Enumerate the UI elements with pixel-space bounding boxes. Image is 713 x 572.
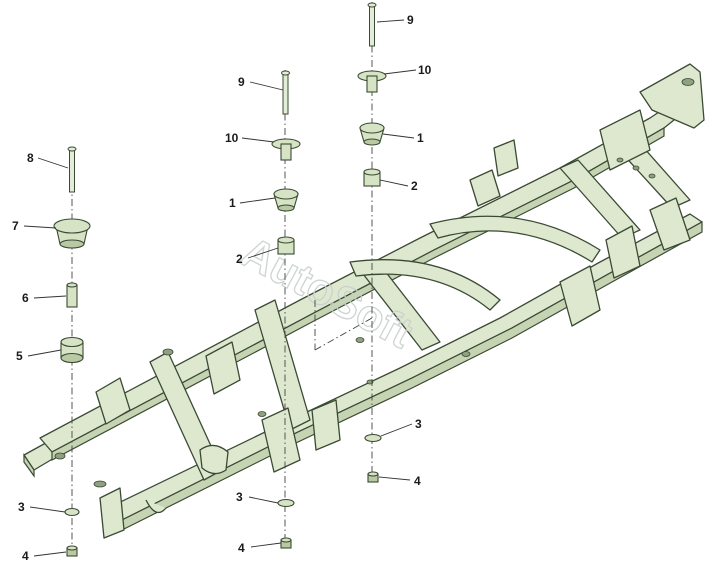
washer-10-middle xyxy=(271,138,301,161)
callout-9-middle: 9 xyxy=(238,75,245,89)
crossmember-2 xyxy=(254,299,311,431)
callout-10-right: 10 xyxy=(418,63,432,77)
cushion-5 xyxy=(60,336,84,364)
cushion-1-right xyxy=(359,122,385,146)
nut-4-left xyxy=(66,545,78,557)
callout-4-left: 4 xyxy=(22,549,29,563)
crossmember-5 xyxy=(559,159,641,239)
cushion-2-right xyxy=(363,168,381,187)
callout-8-left: 8 xyxy=(27,151,34,165)
callout-1-right: 1 xyxy=(417,131,424,145)
washer-10-right xyxy=(357,70,387,93)
cushion-2-middle xyxy=(277,236,295,255)
sleeve-6 xyxy=(66,282,78,308)
callout-2-middle: 2 xyxy=(236,252,243,266)
callout-1-middle: 1 xyxy=(229,196,236,210)
washer-3-left xyxy=(64,507,80,517)
bolt-9-right xyxy=(367,2,377,47)
nut-4-middle xyxy=(280,537,292,549)
callout-7-left: 7 xyxy=(12,219,19,233)
callout-10-middle: 10 xyxy=(225,131,239,145)
callout-3-middle: 3 xyxy=(236,490,243,504)
callout-2-right: 2 xyxy=(411,179,418,193)
callout-3-left: 3 xyxy=(18,500,25,514)
callout-5-left: 5 xyxy=(16,349,23,363)
crossmember-4-arch xyxy=(429,215,601,263)
nut-4-right xyxy=(367,471,379,483)
bolt-8 xyxy=(67,146,77,193)
callout-labels: 9 10 1 2 9 10 1 2 8 7 6 5 3 4 3 4 3 4 xyxy=(12,13,432,563)
chassis-frame xyxy=(23,63,705,539)
washer-3-middle xyxy=(277,498,295,508)
washer-3-right xyxy=(364,433,382,443)
callout-3-right: 3 xyxy=(415,417,422,431)
leader-lines xyxy=(23,19,417,557)
callout-4-right: 4 xyxy=(414,474,421,488)
callout-6-left: 6 xyxy=(22,291,29,305)
bolt-9-middle xyxy=(281,70,290,115)
mount-stack-middle xyxy=(271,70,301,549)
callout-4-middle: 4 xyxy=(238,541,245,555)
mount-stack-right xyxy=(357,2,387,483)
callout-9-right: 9 xyxy=(407,13,414,27)
cushion-1-middle xyxy=(273,188,299,212)
cushion-7 xyxy=(53,218,91,249)
